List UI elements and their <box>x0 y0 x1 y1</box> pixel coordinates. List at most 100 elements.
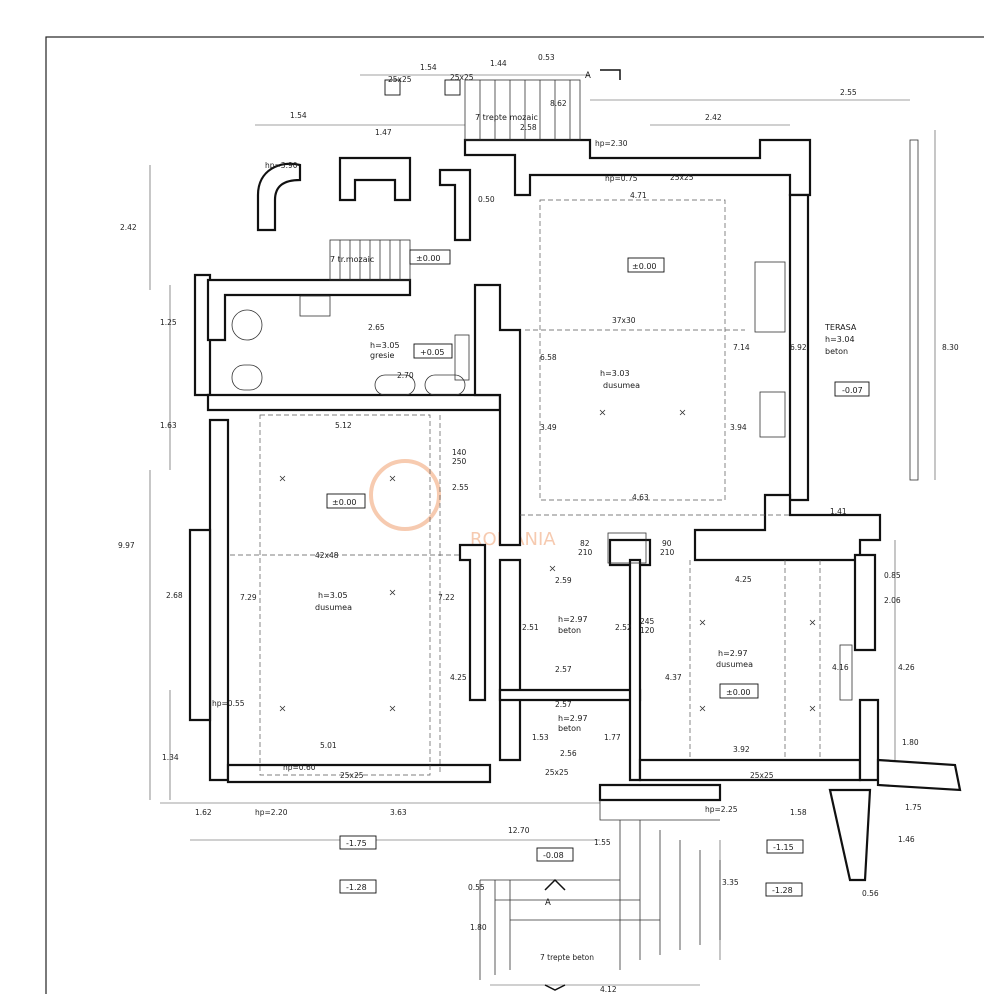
svg-text:1.58: 1.58 <box>790 808 807 817</box>
svg-text:2.42: 2.42 <box>705 113 722 122</box>
svg-text:1.62: 1.62 <box>195 808 212 817</box>
svg-text:82: 82 <box>580 539 590 548</box>
svg-text:7 trepte mozaic: 7 trepte mozaic <box>475 113 538 122</box>
svg-text:4.26: 4.26 <box>898 663 915 672</box>
svg-text:1.34: 1.34 <box>162 753 179 762</box>
svg-text:8.30: 8.30 <box>942 343 959 352</box>
svg-text:1.47: 1.47 <box>375 128 392 137</box>
room-left-big: 5.12 ±0.00 42x48 h=3.05 dusumea 7.29 7.2… <box>240 421 467 750</box>
fixture-marks <box>279 409 816 712</box>
walls <box>188 138 962 882</box>
misc-labels: 25x25 25x25 25x25 25x25 140 250 82 210 9… <box>340 75 774 780</box>
room-big-right: ±0.00 h=3.03 dusumea 37x30 6.58 3.49 7.1… <box>540 257 807 432</box>
svg-text:2.57: 2.57 <box>555 700 572 709</box>
svg-text:h=3.04: h=3.04 <box>825 335 855 344</box>
svg-text:210: 210 <box>578 548 593 557</box>
svg-text:7.22: 7.22 <box>438 593 455 602</box>
svg-text:2.58: 2.58 <box>520 123 537 132</box>
svg-text:210: 210 <box>660 548 675 557</box>
svg-text:25x25: 25x25 <box>750 771 774 780</box>
sheet-border <box>45 36 984 994</box>
thin-lines <box>231 79 919 980</box>
svg-text:42x48: 42x48 <box>315 551 339 560</box>
svg-text:-0.08: -0.08 <box>543 851 564 860</box>
svg-text:3.49: 3.49 <box>540 423 557 432</box>
svg-text:2.55: 2.55 <box>840 88 857 97</box>
dimension-lines <box>149 74 936 986</box>
svg-text:h=2.97: h=2.97 <box>558 615 588 624</box>
height-labels: hp=3.90 hp=2.30 hp=0.75 hp=0.60 hp=2.20 … <box>212 139 738 817</box>
svg-text:25x25: 25x25 <box>545 768 569 777</box>
svg-text:-1.28: -1.28 <box>772 886 793 895</box>
svg-text:25x25: 25x25 <box>670 173 694 182</box>
room-terasa: TERASA h=3.04 beton -0.07 <box>824 323 870 397</box>
svg-text:25x25: 25x25 <box>388 75 412 84</box>
svg-text:120: 120 <box>640 626 655 635</box>
svg-text:hp=3.90: hp=3.90 <box>265 161 298 170</box>
svg-text:-1.15: -1.15 <box>773 843 794 852</box>
svg-text:245: 245 <box>640 617 655 626</box>
svg-text:2.42: 2.42 <box>120 223 137 232</box>
svg-text:±0.00: ±0.00 <box>332 498 357 507</box>
svg-text:1.63: 1.63 <box>160 421 177 430</box>
svg-text:beton: beton <box>558 626 581 635</box>
svg-text:1.44: 1.44 <box>490 59 507 68</box>
svg-text:1.53: 1.53 <box>532 733 549 742</box>
svg-text:4.25: 4.25 <box>450 673 467 682</box>
svg-text:h=2.97: h=2.97 <box>718 649 748 658</box>
svg-text:2.52: 2.52 <box>615 623 632 632</box>
svg-text:4.37: 4.37 <box>665 673 682 682</box>
svg-text:7 trepte beton: 7 trepte beton <box>540 953 594 962</box>
svg-text:-1.28: -1.28 <box>346 883 367 892</box>
svg-text:h=3.05: h=3.05 <box>370 341 400 350</box>
room-right-lower: 4.25 h=2.97 dusumea ±0.00 3.92 4.37 4.16 <box>665 575 849 754</box>
stair-labels: 7 trepte mozaic 7 tr.mozaic <box>330 113 538 264</box>
svg-text:dusumea: dusumea <box>603 381 640 390</box>
svg-text:h=3.05: h=3.05 <box>318 591 348 600</box>
svg-text:5.01: 5.01 <box>320 741 337 750</box>
svg-text:6.92: 6.92 <box>790 343 807 352</box>
svg-text:-0.07: -0.07 <box>842 386 863 395</box>
svg-text:140: 140 <box>452 448 467 457</box>
svg-text:1.46: 1.46 <box>898 835 915 844</box>
svg-text:dusumea: dusumea <box>716 660 753 669</box>
svg-text:12.70: 12.70 <box>508 826 530 835</box>
svg-text:-1.75: -1.75 <box>346 839 367 848</box>
svg-text:4.16: 4.16 <box>832 663 849 672</box>
svg-text:2.59: 2.59 <box>555 576 572 585</box>
svg-text:1.80: 1.80 <box>470 923 487 932</box>
svg-text:TERASA: TERASA <box>824 323 857 332</box>
svg-text:hp=2.25: hp=2.25 <box>705 805 738 814</box>
bottom-dimensions: 12.70 3.63 1.58 4.12 3.35 1.80 7 trepte … <box>339 808 807 994</box>
svg-text:2.55: 2.55 <box>452 483 469 492</box>
svg-text:0.50: 0.50 <box>478 195 495 204</box>
svg-text:7 tr.mozaic: 7 tr.mozaic <box>330 255 374 264</box>
svg-text:8.62: 8.62 <box>550 99 567 108</box>
svg-text:2.65: 2.65 <box>368 323 385 332</box>
svg-text:1.54: 1.54 <box>290 111 307 120</box>
svg-text:25x25: 25x25 <box>450 73 474 82</box>
svg-text:4.63: 4.63 <box>632 493 649 502</box>
svg-text:37x30: 37x30 <box>612 316 636 325</box>
svg-text:A: A <box>585 71 591 81</box>
svg-text:0.55: 0.55 <box>468 883 485 892</box>
svg-text:1.54: 1.54 <box>420 63 437 72</box>
svg-text:1.77: 1.77 <box>604 733 621 742</box>
svg-text:A: A <box>545 898 551 908</box>
svg-text:h=2.97: h=2.97 <box>558 714 588 723</box>
svg-text:1.41: 1.41 <box>830 507 847 516</box>
room-bath: h=3.05 gresie +0.05 2.65 2.70 <box>368 323 453 380</box>
svg-text:beton: beton <box>558 724 581 733</box>
svg-text:25x25: 25x25 <box>340 771 364 780</box>
svg-text:5.12: 5.12 <box>335 421 352 430</box>
svg-text:250: 250 <box>452 457 467 466</box>
svg-text:90: 90 <box>662 539 672 548</box>
room-small-a: 2.59 h=2.97 beton 2.57 2.51 2.52 <box>522 576 632 674</box>
svg-text:3.35: 3.35 <box>722 878 739 887</box>
watermark: ROMANIA <box>369 459 556 550</box>
svg-text:3.92: 3.92 <box>733 745 750 754</box>
svg-text:2.51: 2.51 <box>522 623 539 632</box>
svg-text:1.80: 1.80 <box>902 738 919 747</box>
svg-text:1.55: 1.55 <box>594 838 611 847</box>
